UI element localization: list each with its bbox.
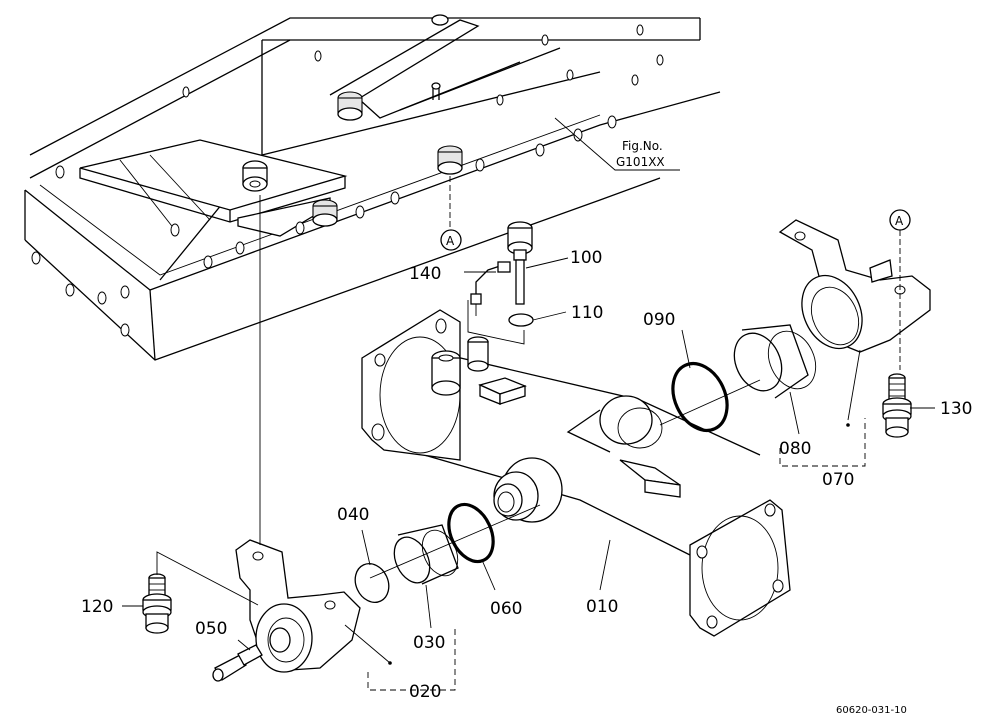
svg-text:A: A <box>446 234 455 248</box>
label-120: 120 <box>81 597 113 617</box>
figure-reference: Fig.No. G101XX <box>554 117 680 171</box>
label-130: 130 <box>940 399 972 419</box>
figure-ref-line2: G101XX <box>616 155 665 169</box>
svg-text:A: A <box>895 214 904 228</box>
top-boss-right <box>467 336 489 372</box>
o-ring-060 <box>447 502 495 564</box>
bolt-120 <box>142 573 172 634</box>
label-040: 040 <box>337 505 369 525</box>
bushing-middle <box>437 145 463 175</box>
view-marker-a-left: A <box>440 176 462 251</box>
left-pivot-boss <box>493 457 563 523</box>
view-marker-a-right: A <box>889 209 911 370</box>
o-ring-110 <box>508 313 534 327</box>
drawing-code: 60620-031-10 <box>836 705 907 716</box>
leader-lines <box>122 195 935 665</box>
bracket-020 <box>235 539 361 673</box>
label-090: 090 <box>643 310 675 330</box>
label-080: 080 <box>779 439 811 459</box>
label-010: 010 <box>586 597 618 617</box>
bushing-lower <box>312 199 338 227</box>
label-050: 050 <box>195 619 227 639</box>
figure-ref-line1: Fig.No. <box>622 139 663 153</box>
shim-040 <box>354 563 390 603</box>
label-100: 100 <box>570 248 602 268</box>
group-bracket-020 <box>367 628 456 691</box>
o-ring-090 <box>671 361 729 433</box>
bolt-130 <box>882 373 912 438</box>
label-060: 060 <box>490 599 522 619</box>
bushing-top <box>337 91 363 121</box>
label-070: 070 <box>822 470 854 490</box>
bushing-030 <box>393 524 459 585</box>
bolt-050 <box>212 644 263 682</box>
frame-assembly <box>24 14 721 361</box>
label-140: 140 <box>409 264 441 284</box>
label-030: 030 <box>413 633 445 653</box>
label-020: 020 <box>409 682 441 702</box>
bushing-080 <box>733 324 817 399</box>
axle-housing <box>361 309 791 637</box>
label-110: 110 <box>571 303 603 323</box>
part-labels: 140 100 110 090 080 130 070 040 060 010 … <box>81 248 972 702</box>
frame-holes <box>31 24 664 337</box>
group-bracket-070 <box>779 418 866 467</box>
top-boss-left <box>431 350 461 396</box>
breather-plug <box>507 221 533 305</box>
elbow-fitting <box>470 261 511 316</box>
right-pivot-boss <box>566 395 663 453</box>
